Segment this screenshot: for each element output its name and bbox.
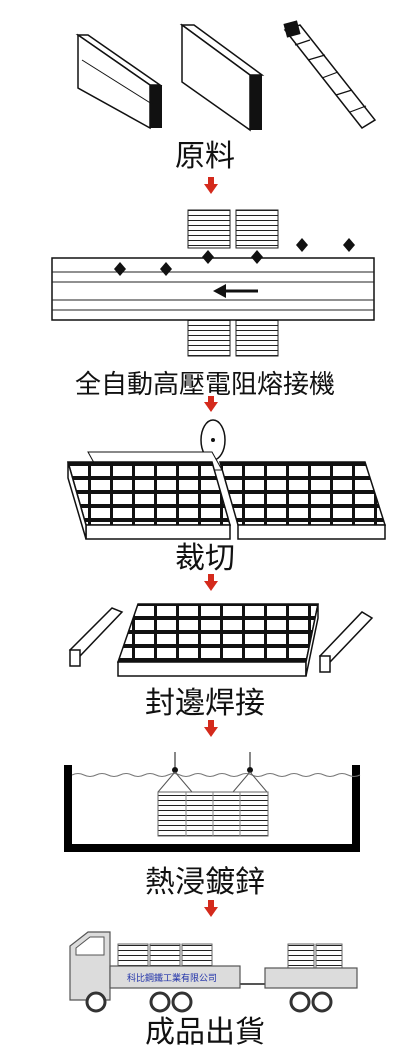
flow-arrow-4	[204, 720, 218, 737]
step-label-cutting: 裁切	[175, 541, 235, 576]
welding-machine-icon	[51, 209, 375, 357]
truck-company-text: 科比鋼鐵工業有限公司	[127, 972, 217, 984]
edge-welding-icon	[68, 603, 374, 677]
flow-arrow-1	[204, 177, 218, 194]
step-label-raw-materials: 原料	[175, 139, 235, 174]
step-label-welding: 全自動高壓電阻熔接機	[75, 370, 335, 400]
flow-arrow-3	[204, 574, 218, 591]
step-label-delivery: 成品出貨	[145, 1015, 265, 1050]
raw-materials-icon	[75, 20, 377, 132]
step-label-edge-welding: 封邊焊接	[145, 686, 265, 721]
flow-arrow-5	[204, 900, 218, 917]
flow-arrow-2	[204, 396, 218, 412]
saw-cutting-icon	[67, 419, 387, 540]
delivery-truck-icon: 科比鋼鐵工業有限公司	[69, 931, 358, 1013]
step-label-galvanizing: 熱浸鍍鋅	[145, 865, 265, 900]
hot-dip-bath-icon	[64, 752, 361, 852]
